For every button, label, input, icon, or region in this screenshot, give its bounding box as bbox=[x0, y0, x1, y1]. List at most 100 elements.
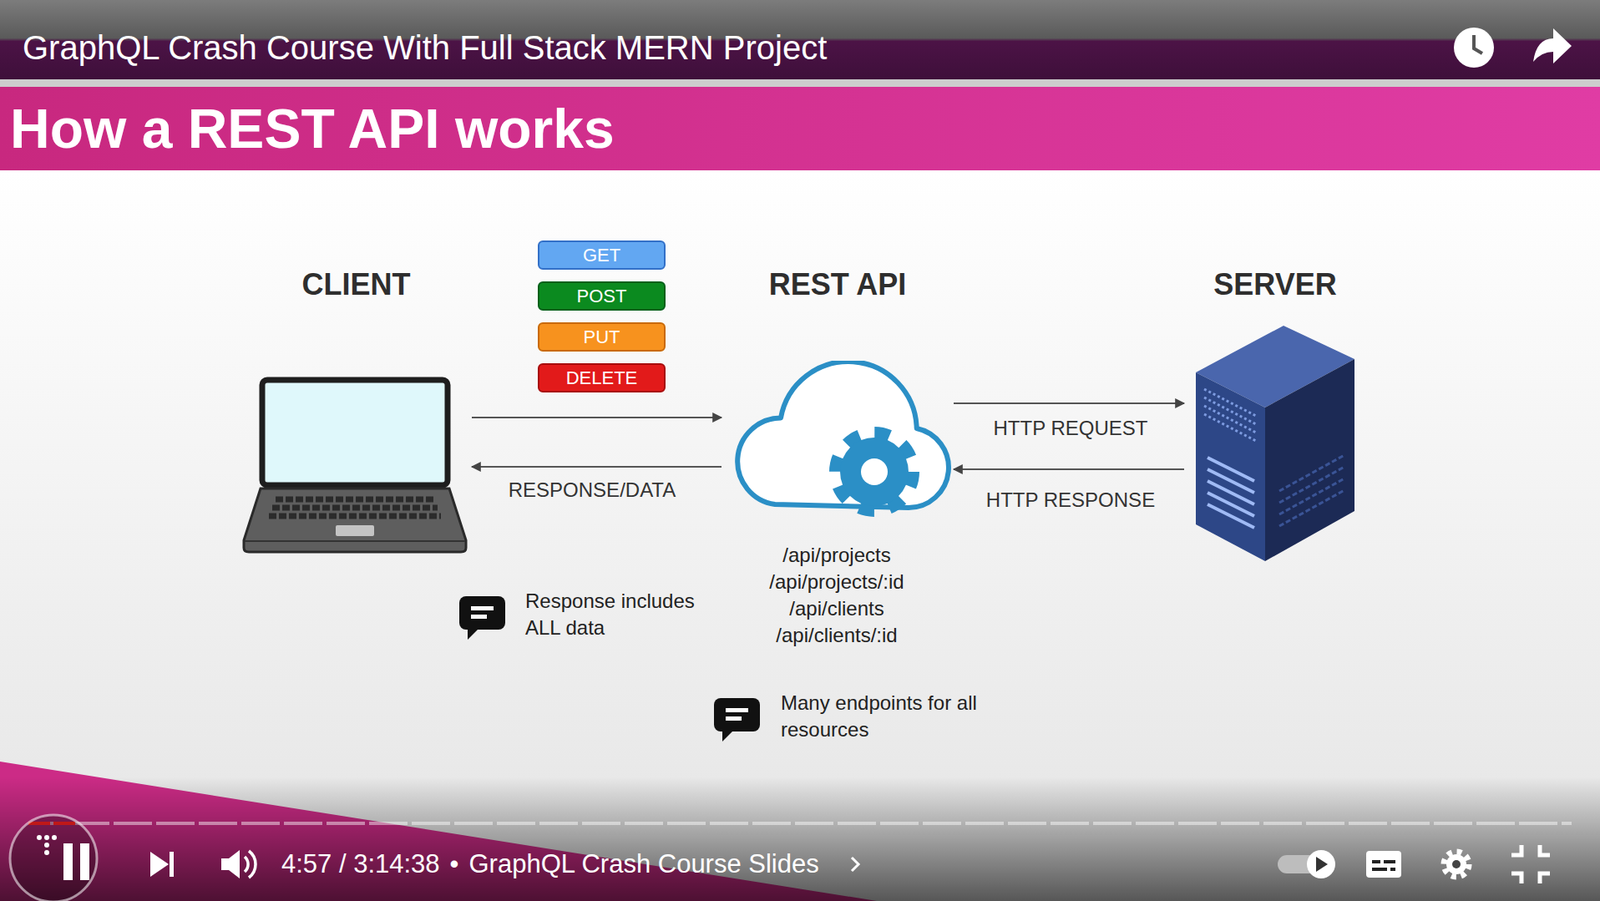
drive-bar bbox=[1207, 457, 1255, 482]
edge-label: RESPONSE/DATA bbox=[508, 478, 676, 502]
dot bbox=[44, 850, 50, 856]
laptop-screen bbox=[262, 379, 448, 486]
settings-teeth bbox=[1443, 851, 1469, 877]
channel-logo bbox=[10, 815, 97, 901]
clock-hands bbox=[1473, 35, 1483, 54]
volume-wave bbox=[244, 856, 249, 872]
key-row bbox=[268, 513, 441, 520]
drive-bar bbox=[1207, 481, 1255, 505]
touchpad bbox=[335, 525, 375, 537]
speech-icon bbox=[713, 698, 760, 742]
side-vent bbox=[1279, 490, 1345, 527]
share-icon bbox=[1533, 28, 1572, 64]
drive-bar bbox=[1207, 469, 1255, 493]
speech-icon bbox=[459, 596, 506, 640]
vent-row bbox=[1204, 397, 1256, 425]
volume-icon bbox=[221, 850, 240, 879]
slide-body bbox=[0, 170, 1600, 901]
dot bbox=[44, 842, 50, 848]
progress-bar bbox=[28, 821, 1572, 826]
client-laptop: CLIENT bbox=[242, 263, 471, 555]
logo-dots bbox=[36, 835, 57, 856]
subtitle-line bbox=[1383, 860, 1396, 864]
dot bbox=[44, 835, 50, 841]
corner bbox=[1539, 873, 1550, 884]
subtitles-icon bbox=[1366, 850, 1402, 878]
corner bbox=[1511, 873, 1522, 884]
method-pill: DELETE bbox=[537, 363, 666, 393]
gear-body bbox=[840, 437, 909, 507]
vent-row bbox=[1204, 414, 1256, 441]
drive-bar bbox=[1207, 492, 1255, 517]
key-row bbox=[272, 505, 438, 512]
video-title: GraphQL Crash Course With Full Stack MER… bbox=[22, 28, 827, 67]
node-heading: SERVER bbox=[1213, 263, 1337, 304]
callout-note: Many endpoints for all resources bbox=[780, 689, 990, 744]
method-pill: POST bbox=[537, 281, 666, 311]
vent-row bbox=[1204, 389, 1256, 416]
toggle-play bbox=[1316, 856, 1328, 872]
slide-title: How a REST API works bbox=[10, 86, 615, 171]
flow-arrow bbox=[471, 465, 722, 468]
pause-bar bbox=[63, 843, 73, 881]
method-pill: GET bbox=[537, 240, 666, 270]
flow-arrow bbox=[471, 416, 722, 419]
gear-hole bbox=[860, 458, 888, 486]
bubble-body bbox=[459, 596, 506, 630]
settings-hole bbox=[1452, 860, 1461, 869]
title-bar bbox=[0, 0, 1600, 80]
video-time: 4:57 / 3:14:38 bbox=[281, 847, 441, 882]
server-side bbox=[1265, 359, 1355, 562]
server-front bbox=[1195, 372, 1266, 562]
dot bbox=[36, 835, 42, 841]
base-edge bbox=[244, 540, 466, 542]
toggle-knob bbox=[1306, 850, 1336, 879]
method-label: GET bbox=[582, 244, 621, 267]
node-heading: REST API bbox=[769, 263, 907, 304]
next-bar bbox=[169, 851, 174, 877]
method-label: DELETE bbox=[566, 367, 638, 390]
settings-icon bbox=[1446, 854, 1467, 875]
cloud-illustration bbox=[723, 360, 952, 520]
bubble-line bbox=[470, 614, 487, 619]
bubble-tail bbox=[722, 728, 736, 742]
server-illustration bbox=[1195, 324, 1355, 563]
edge-label: HTTP REQUEST bbox=[993, 416, 1149, 441]
watch-later-icon bbox=[1453, 27, 1494, 68]
corner bbox=[1511, 845, 1522, 856]
endpoint-path: /api/clients bbox=[711, 595, 963, 623]
dot bbox=[51, 835, 57, 841]
separator-dot: • bbox=[450, 847, 460, 882]
controls-shade bbox=[0, 776, 1600, 901]
volume-wave bbox=[248, 850, 256, 878]
bubble-line bbox=[470, 606, 494, 611]
server-rack: SERVER bbox=[1185, 263, 1365, 567]
bubble-line bbox=[725, 716, 742, 721]
node-heading: CLIENT bbox=[302, 263, 411, 304]
fullscreen-exit-icon bbox=[1511, 845, 1550, 884]
method-label: PUT bbox=[583, 326, 621, 349]
player-time-row: 4:57 / 3:14:38 •GraphQL Crash Course Slid… bbox=[281, 846, 820, 882]
separator-strip bbox=[0, 79, 1600, 87]
key-row bbox=[275, 496, 435, 503]
corner bbox=[1539, 845, 1550, 856]
bubble-body bbox=[713, 698, 760, 732]
laptop-illustration bbox=[242, 376, 468, 554]
endpoint-path: /api/clients/:id bbox=[711, 622, 963, 649]
chapter-chevron bbox=[851, 857, 859, 871]
method-label: POST bbox=[577, 285, 628, 308]
chapter-title: GraphQL Crash Course Slides bbox=[468, 847, 819, 882]
flow-arrow bbox=[953, 468, 1185, 471]
pause-bar bbox=[80, 843, 90, 881]
flow-arrow bbox=[953, 402, 1185, 405]
drive-bar bbox=[1207, 504, 1255, 528]
endpoint-path: /api/projects bbox=[711, 541, 963, 569]
vent-row bbox=[1204, 405, 1256, 433]
gear-teeth bbox=[835, 432, 914, 512]
subtitle-line bbox=[1390, 867, 1396, 871]
method-pill: PUT bbox=[537, 322, 666, 352]
next-icon bbox=[150, 851, 169, 877]
slide-header-band bbox=[0, 86, 1600, 171]
bubble-tail bbox=[467, 626, 482, 640]
